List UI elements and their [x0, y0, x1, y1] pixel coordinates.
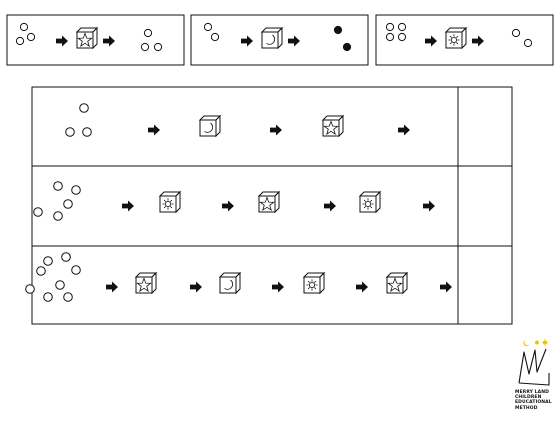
sun-box [445, 27, 467, 49]
empty-dot [140, 42, 150, 52]
star-box [258, 191, 280, 213]
empty-dot [71, 265, 81, 275]
empty-dot [63, 199, 73, 209]
arrow-icon [288, 35, 300, 47]
empty-dot [43, 256, 53, 266]
sun-box [159, 191, 181, 213]
empty-dot [203, 22, 213, 32]
arrow-icon [103, 35, 115, 47]
moon-box [261, 27, 283, 49]
arrow-icon [425, 35, 437, 47]
moon-box [219, 272, 241, 294]
empty-dot [15, 36, 25, 46]
arrow-icon [440, 281, 452, 293]
arrow-icon [190, 281, 202, 293]
empty-dot [385, 32, 395, 42]
answer-cell-2[interactable] [459, 167, 511, 245]
example-panel-2 [190, 14, 369, 66]
logo-line: EDUCATIONAL [515, 400, 552, 406]
empty-dot [397, 22, 407, 32]
arrow-icon [356, 281, 368, 293]
example-panel-3 [375, 14, 554, 66]
arrow-icon [423, 200, 435, 212]
empty-dot [61, 252, 71, 262]
filled-dot [333, 25, 343, 35]
sun-icon [448, 34, 460, 46]
empty-dot [153, 42, 163, 52]
arrow-icon [324, 200, 336, 212]
sun-icon [306, 279, 318, 291]
arrow-icon [106, 281, 118, 293]
arrow-icon [148, 124, 160, 136]
answer-cell-3[interactable] [459, 247, 511, 323]
example-panel-1 [6, 14, 185, 66]
empty-dot [143, 28, 153, 38]
arrow-icon [270, 124, 282, 136]
empty-dot [523, 38, 533, 48]
merry-land-logo [518, 338, 550, 386]
logo-text: MERRY LAND CHILDREN EDUCATIONAL METHOD [515, 390, 559, 411]
empty-dot [19, 22, 29, 32]
empty-dot [36, 266, 46, 276]
sun-icon [535, 338, 549, 347]
logo-line: CHILDREN [515, 395, 542, 401]
empty-dot [53, 181, 63, 191]
empty-dot [53, 211, 63, 221]
empty-dot [33, 207, 43, 217]
star-box [135, 272, 157, 294]
empty-dot [55, 280, 65, 290]
star-box [386, 272, 408, 294]
star-box [322, 115, 344, 137]
empty-dot [63, 292, 73, 302]
empty-dot [43, 292, 53, 302]
arrow-icon [222, 200, 234, 212]
empty-dot [210, 32, 220, 42]
empty-dot [511, 28, 521, 38]
empty-dot [71, 185, 81, 195]
filled-dot [342, 42, 352, 52]
arrow-icon [398, 124, 410, 136]
sun-icon [162, 198, 174, 210]
empty-dot [65, 127, 75, 137]
answer-cell-1[interactable] [459, 88, 511, 165]
logo-line: MERRY LAND [515, 390, 549, 395]
sun-box [303, 272, 325, 294]
m-letter-mark [518, 348, 550, 386]
sun-box [359, 191, 381, 213]
puzzle-table [31, 86, 513, 325]
empty-dot [385, 22, 395, 32]
arrow-icon [122, 200, 134, 212]
arrow-icon [56, 35, 68, 47]
sun-icon [362, 198, 374, 210]
empty-dot [25, 284, 35, 294]
moon-icon [523, 340, 530, 347]
moon-box [199, 115, 221, 137]
empty-dot [79, 103, 89, 113]
arrow-icon [272, 281, 284, 293]
arrow-icon [472, 35, 484, 47]
empty-dot [26, 32, 36, 42]
empty-dot [397, 32, 407, 42]
empty-dot [82, 127, 92, 137]
logo-line: METHOD [515, 405, 538, 411]
arrow-icon [241, 35, 253, 47]
star-box [76, 27, 98, 49]
